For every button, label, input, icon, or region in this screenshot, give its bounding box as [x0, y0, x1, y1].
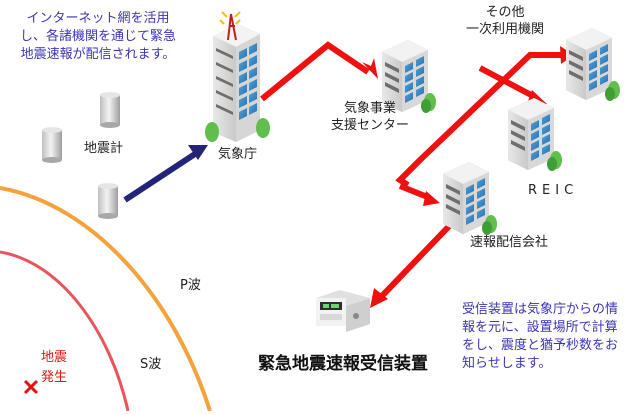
- building-icon: [443, 162, 497, 235]
- arrow-support-to-users: [395, 52, 565, 188]
- seismometer-icon: [100, 92, 120, 128]
- label-seismometer: 地震計: [84, 141, 124, 156]
- note-top-left: インターネット網を活用 し、各諸機関を通じて緊急 地震速報が配信されます。: [20, 11, 177, 62]
- arrow-distribution-to-receiver: [377, 217, 458, 301]
- label-support-center: 気象事業 支援センター: [331, 101, 410, 133]
- note-bottom-right: 受信装置は気象庁からの情 報を元に、設置場所で計算 をし、震度と猶予秒数をお 知…: [462, 302, 619, 371]
- building-icon: [508, 98, 562, 171]
- label-p-wave: P波: [180, 278, 201, 293]
- label-other-users: その他 一次利用機関: [466, 5, 545, 37]
- epicenter-x-icon: [23, 379, 39, 395]
- building-icon: [566, 28, 620, 101]
- radio-antenna-icon: [219, 11, 241, 41]
- arrow-seismometer-to-jma: [123, 149, 200, 203]
- label-epicenter: 地震 発生: [41, 350, 68, 385]
- label-receiver: 緊急地震速報受信装置: [258, 354, 428, 374]
- arrow-to-reic: [478, 65, 537, 100]
- p-wave-arc: [0, 186, 212, 412]
- receiver-device-icon: [316, 290, 370, 332]
- seismometer-icon: [98, 183, 118, 219]
- label-jma: 気象庁: [218, 147, 258, 162]
- label-distribution-company: 速報配信会社: [470, 235, 549, 250]
- label-reic: REIC: [528, 183, 579, 198]
- label-s-wave: S波: [140, 357, 162, 372]
- building-icon: [205, 24, 270, 142]
- seismometer-icon: [42, 127, 62, 163]
- arrow-jma-to-support: [260, 41, 370, 102]
- s-wave-arc: [0, 250, 130, 412]
